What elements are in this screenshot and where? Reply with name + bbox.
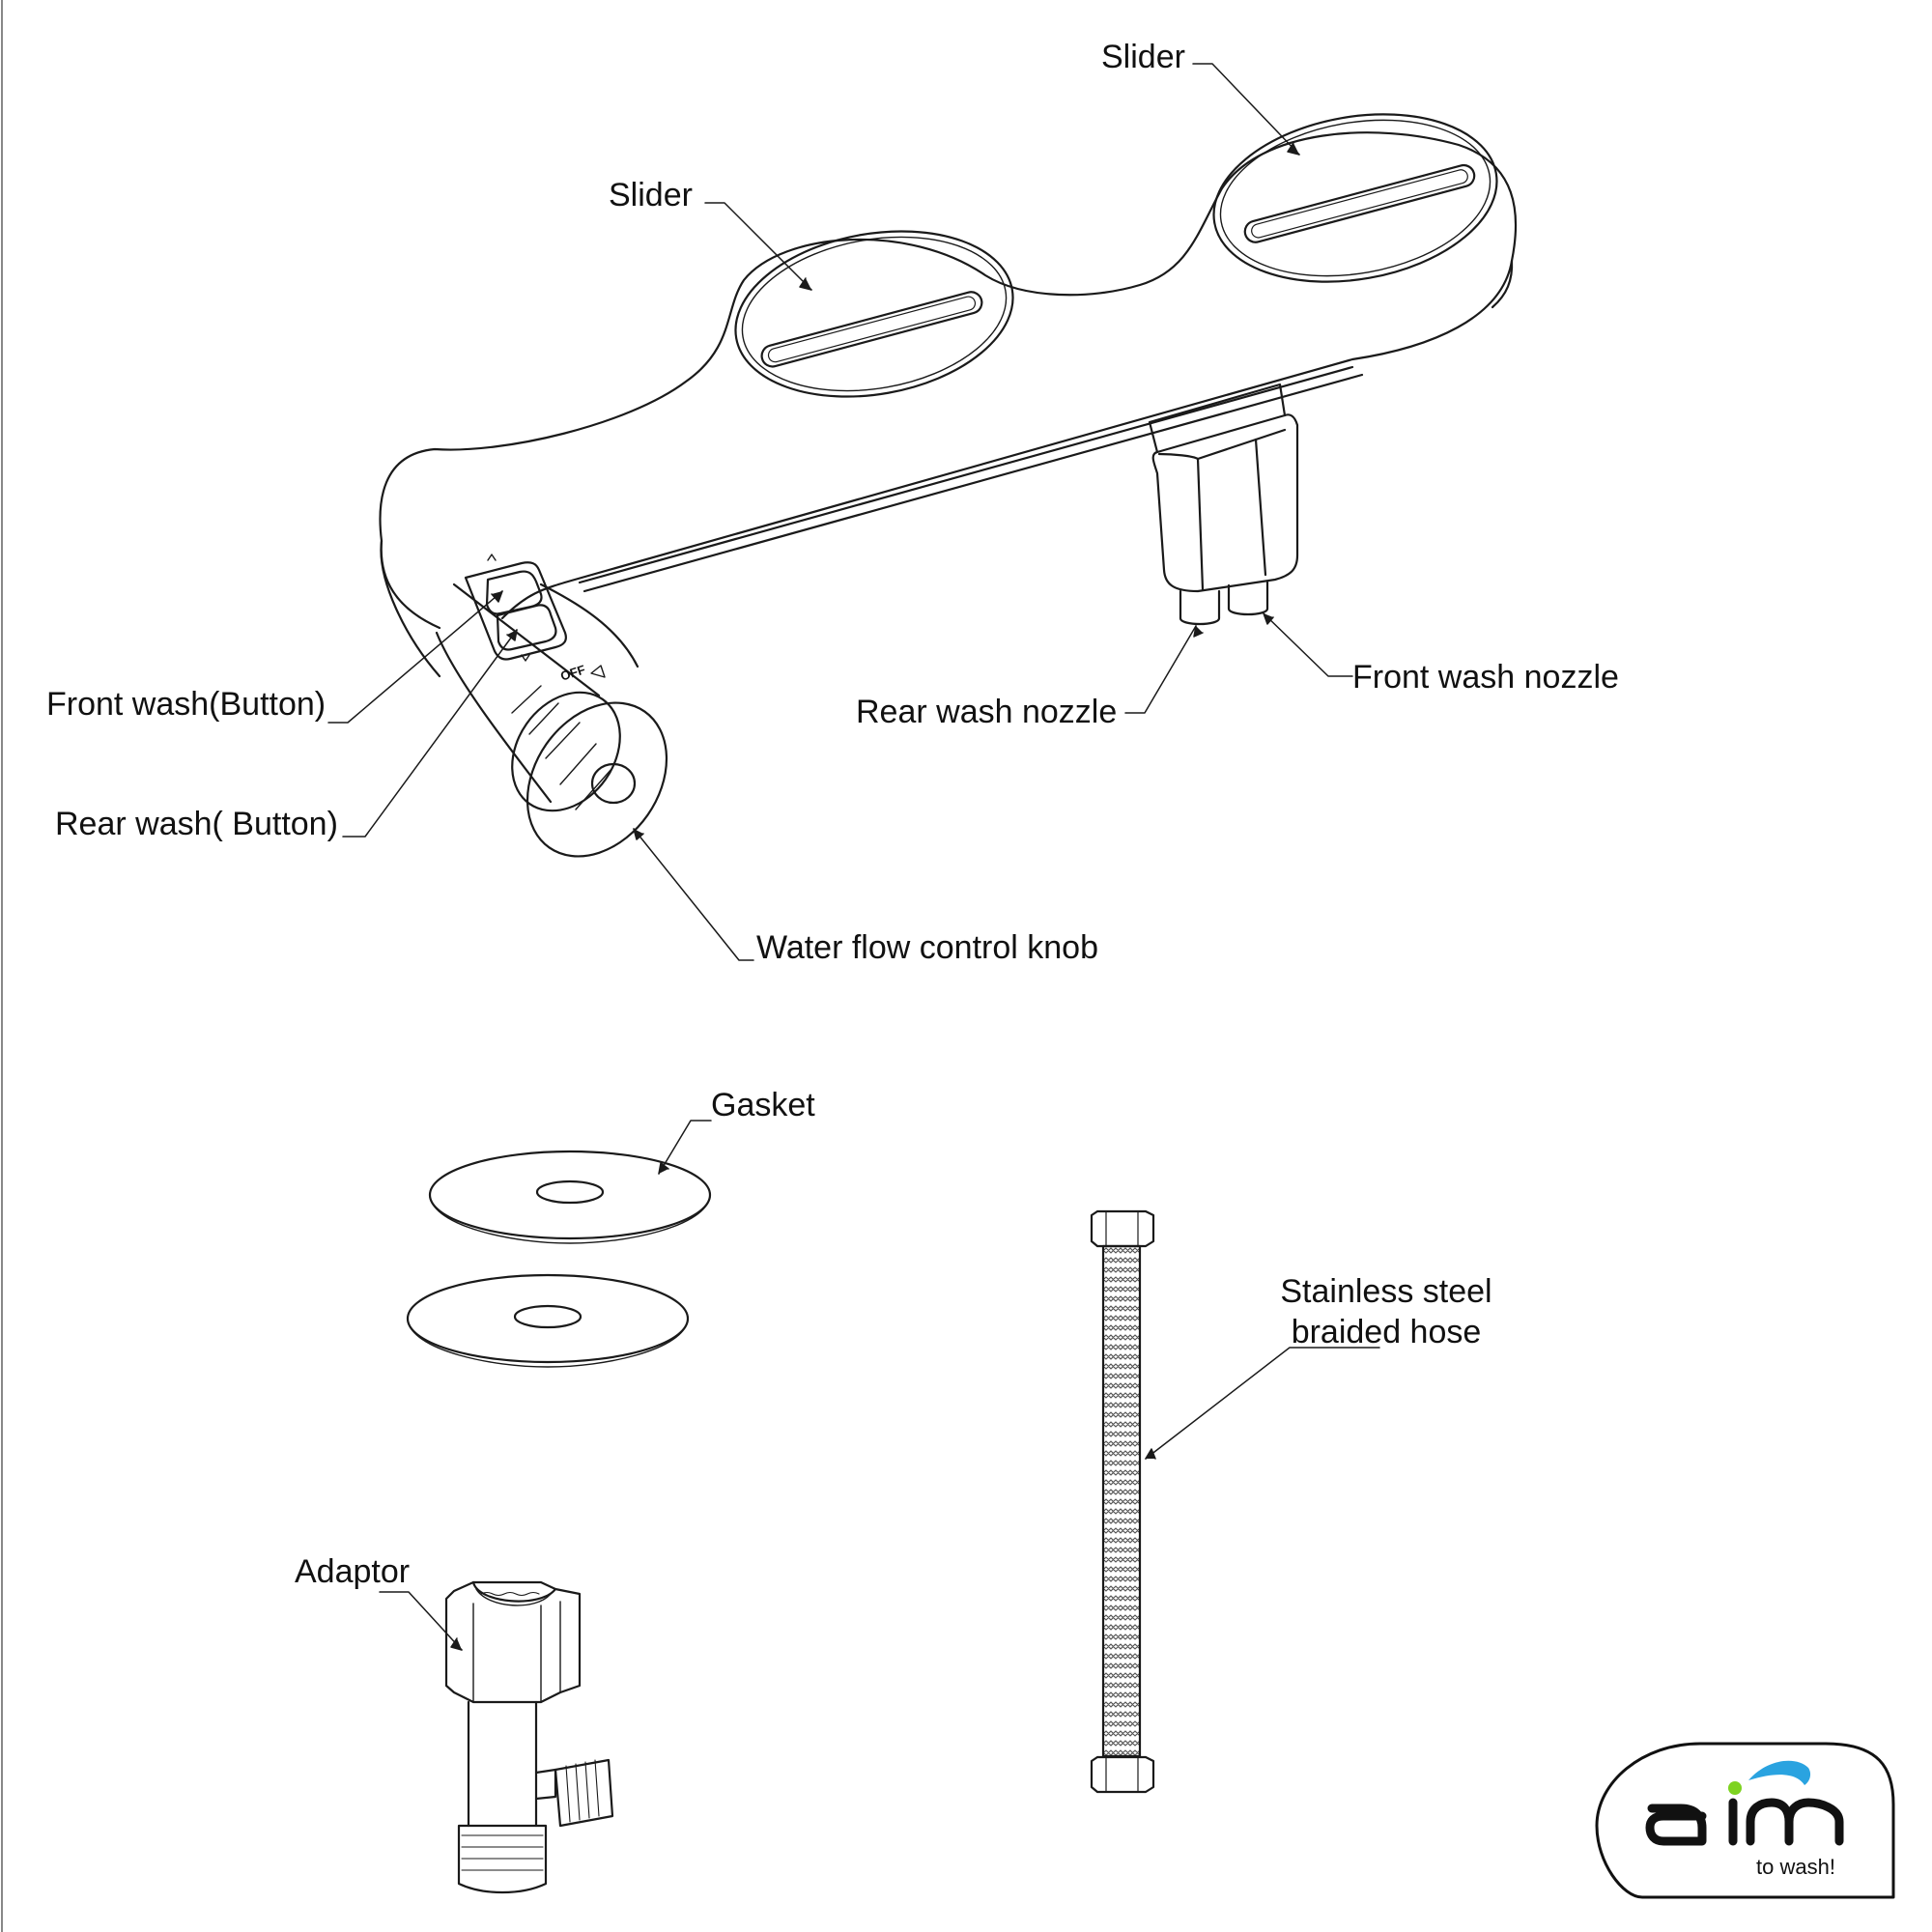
logo-glyph-a	[1645, 1804, 1707, 1846]
aim-logo	[1595, 1742, 1895, 1899]
gasket-top	[428, 1150, 712, 1244]
gaskets	[406, 1120, 712, 1368]
leader-gasket	[658, 1120, 712, 1175]
bidet-arm-edge-2	[582, 373, 1364, 593]
label-hose-line1: Stainless steel	[1280, 1273, 1492, 1310]
label-adaptor: Adaptor	[295, 1553, 411, 1590]
label-slider-top: Slider	[1101, 39, 1185, 75]
label-hose-line2: braided hose	[1291, 1314, 1482, 1350]
adaptor	[379, 1580, 614, 1894]
knob-center-hole	[590, 762, 637, 805]
leader-slider-top	[1192, 63, 1300, 156]
label-front-wash-button: Front wash(Button)	[46, 686, 327, 723]
slider-left-slot	[760, 291, 983, 368]
logo-glyph-m	[1746, 1798, 1844, 1846]
logo-dot	[1728, 1781, 1742, 1795]
leader-front-nozzle	[1263, 612, 1353, 677]
label-rear-wash-nozzle: Rear wash nozzle	[856, 694, 1118, 730]
leader-rear-nozzle	[1124, 625, 1197, 714]
label-front-wash-nozzle: Front wash nozzle	[1352, 659, 1619, 696]
control-cylinder	[435, 582, 639, 804]
front-wash-nozzle	[1227, 580, 1269, 616]
leader-slider-left	[704, 202, 812, 291]
slider-left	[734, 230, 1014, 398]
label-gasket: Gasket	[711, 1087, 815, 1123]
bidet-rear-edge	[1491, 259, 1514, 309]
water-flow-knob	[511, 665, 668, 858]
bidet-arm-edge-1	[578, 365, 1354, 584]
leader-knob	[633, 828, 754, 961]
logo-frame	[1595, 1742, 1895, 1899]
leader-adaptor	[379, 1591, 463, 1651]
label-rear-wash-button: Rear wash( Button)	[55, 806, 338, 842]
label-slider-left: Slider	[609, 177, 693, 213]
braided-hose	[1090, 1209, 1380, 1794]
leader-hose	[1145, 1347, 1380, 1460]
gasket-bottom	[406, 1273, 690, 1368]
rear-wash-nozzle	[1179, 589, 1221, 626]
bidet-attachment	[379, 113, 1518, 858]
bidet-left-edge	[380, 539, 441, 630]
leader-lines	[327, 63, 1353, 961]
leader-rear-button	[342, 629, 518, 838]
slider-right	[1212, 113, 1498, 283]
nozzle-housing	[1148, 383, 1299, 593]
slider-right-slot	[1243, 163, 1476, 243]
leader-front-button	[327, 590, 503, 724]
label-water-flow-knob: Water flow control knob	[756, 929, 1098, 966]
logo-drop	[1748, 1760, 1811, 1785]
control-buttons	[464, 554, 567, 662]
logo-tagline: to wash!	[1756, 1855, 1835, 1879]
